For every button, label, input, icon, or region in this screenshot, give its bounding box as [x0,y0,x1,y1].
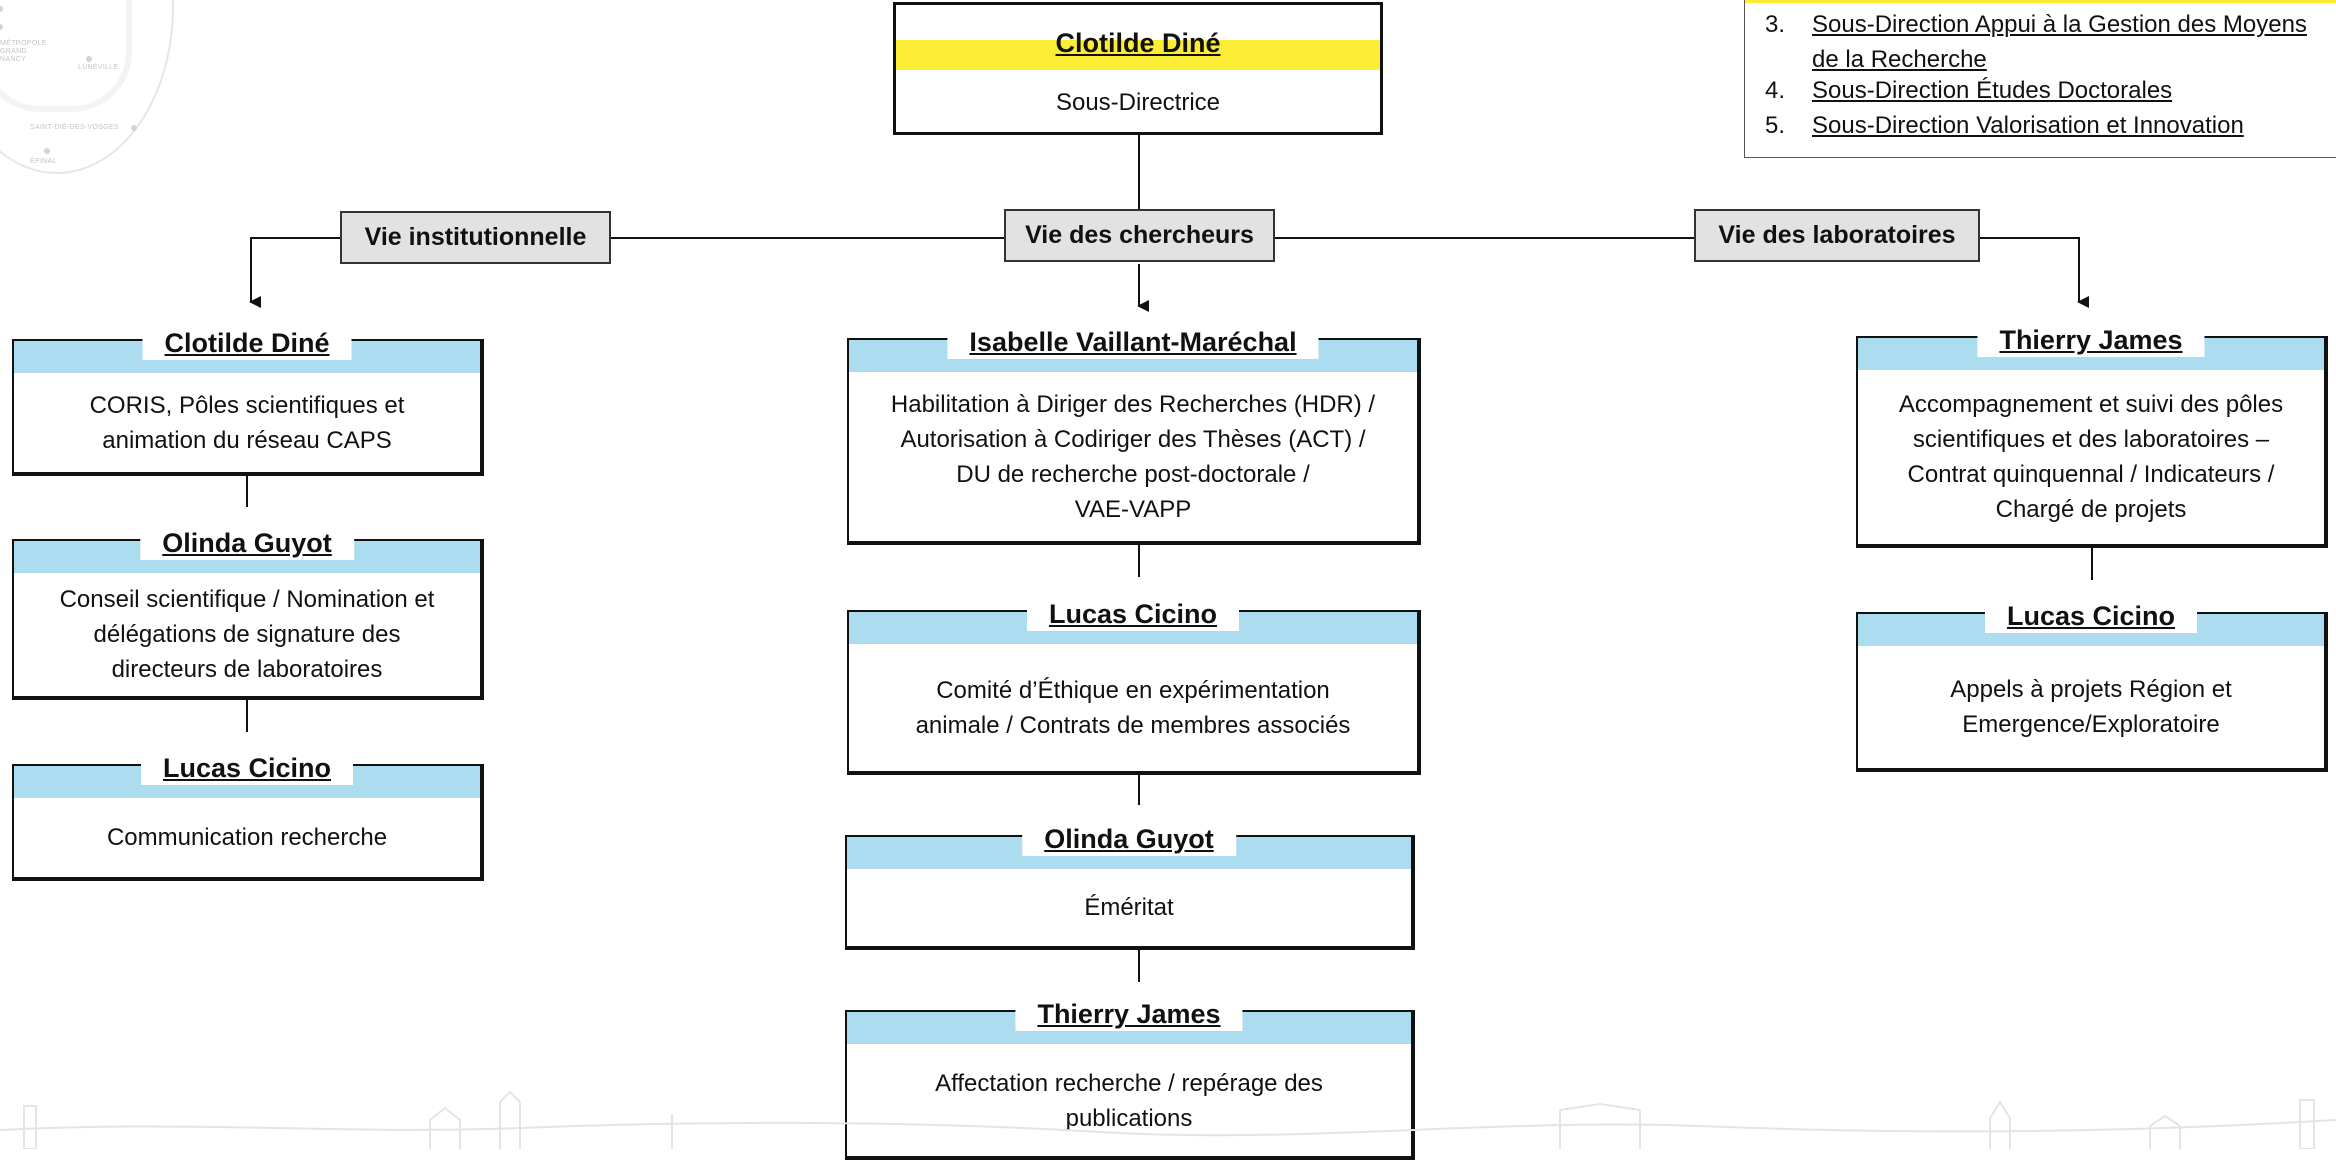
person-responsibilities: Habilitation à Diriger des Recherches (H… [890,390,1376,523]
person-responsibilities: Conseil scientifique / Nomination et dél… [59,586,435,683]
director-role: Sous-Directrice [1055,89,1221,116]
person-responsibilities: Accompagnement et suivi des pôles scient… [1898,391,2284,523]
person-box: Thierry James Affectation recherche / re… [845,997,1415,1160]
list-highlight-band [1745,0,2336,3]
person-name: Olinda Guyot [1022,822,1236,856]
director-box: Clotilde Diné Sous-Directrice [893,2,1383,135]
person-responsibilities: Affectation recherche / repérage des pub… [935,1070,1323,1132]
logo-label-saint-die: SAINT-DIÉ-DES-VOSGES [30,124,119,131]
person-name: Olinda Guyot [140,526,354,560]
logo-dot [0,24,3,30]
name-highlight-band [896,40,1380,70]
person-box: Isabelle Vaillant-Maréchal Habilitation … [847,325,1421,545]
person-box: Clotilde Diné CORIS, Pôles scientifiques… [12,326,484,476]
person-name: Thierry James [1977,323,2205,357]
logo-dot [131,125,137,131]
arrow-to-left-column [249,237,340,308]
list-item-number: 5. [1764,112,1785,139]
list-item-number: 3. [1764,11,1785,38]
list-item-link[interactable]: de la Recherche [1812,46,1987,73]
person-box: Lucas Cicino Appels à projets Région et … [1856,599,2328,772]
list-item-link[interactable]: Sous-Direction Valorisation et Innovatio… [1812,112,2244,139]
person-responsibilities: Comité d’Éthique en expérimentation anim… [915,676,1351,739]
person-responsibilities: Appels à projets Région et Emergence/Exp… [1950,676,2232,738]
person-name: Lucas Cicino [1026,597,1240,631]
logo-dot [86,56,92,62]
list-item-number: 4. [1764,77,1785,104]
person-name: Lucas Cicino [1984,599,2198,633]
sub-directions-list: 3. Sous-Direction Appui à la Gestion des… [1744,0,2336,158]
logo-dot [44,148,50,154]
person-responsibilities: Éméritat [1084,894,1174,921]
logo-shape [0,0,132,112]
person-box: Thierry James Accompagnement et suivi de… [1856,323,2328,548]
logo-dot [0,6,3,12]
person-box: Olinda Guyot Conseil scientifique / Nomi… [12,526,484,700]
list-item-link[interactable]: Sous-Direction Appui à la Gestion des Mo… [1812,11,2307,38]
person-name: Isabelle Vaillant-Maréchal [947,325,1319,359]
person-box: Lucas Cicino Comité d’Éthique en expérim… [847,597,1421,775]
logo-label-epinal: ÉPINAL [30,158,57,165]
city-skyline-decoration [0,1090,2336,1149]
person-name: Lucas Cicino [140,751,354,785]
category-vie-des-laboratoires: Vie des laboratoires [1694,209,1980,262]
person-box: Olinda Guyot Éméritat [845,822,1415,950]
person-responsibilities: Communication recherche [106,824,388,851]
person-box: Lucas Cicino Communication recherche [12,751,484,881]
logo-label-nancy: MÉTROPOLE GRAND NANCY [0,40,47,63]
category-vie-institutionnelle: Vie institutionnelle [340,211,611,264]
logo-label-luneville: LUNÉVILLE [78,64,119,71]
director-name: Clotilde Diné [1055,28,1221,58]
person-responsibilities: CORIS, Pôles scientifiques et animation … [89,391,405,454]
person-name: Clotilde Diné [142,326,352,360]
arrow-to-right-column [1980,237,2089,308]
person-name: Thierry James [1015,997,1243,1031]
list-item-link[interactable]: Sous-Direction Études Doctorales [1812,77,2173,104]
category-vie-des-chercheurs: Vie des chercheurs [1004,209,1275,262]
